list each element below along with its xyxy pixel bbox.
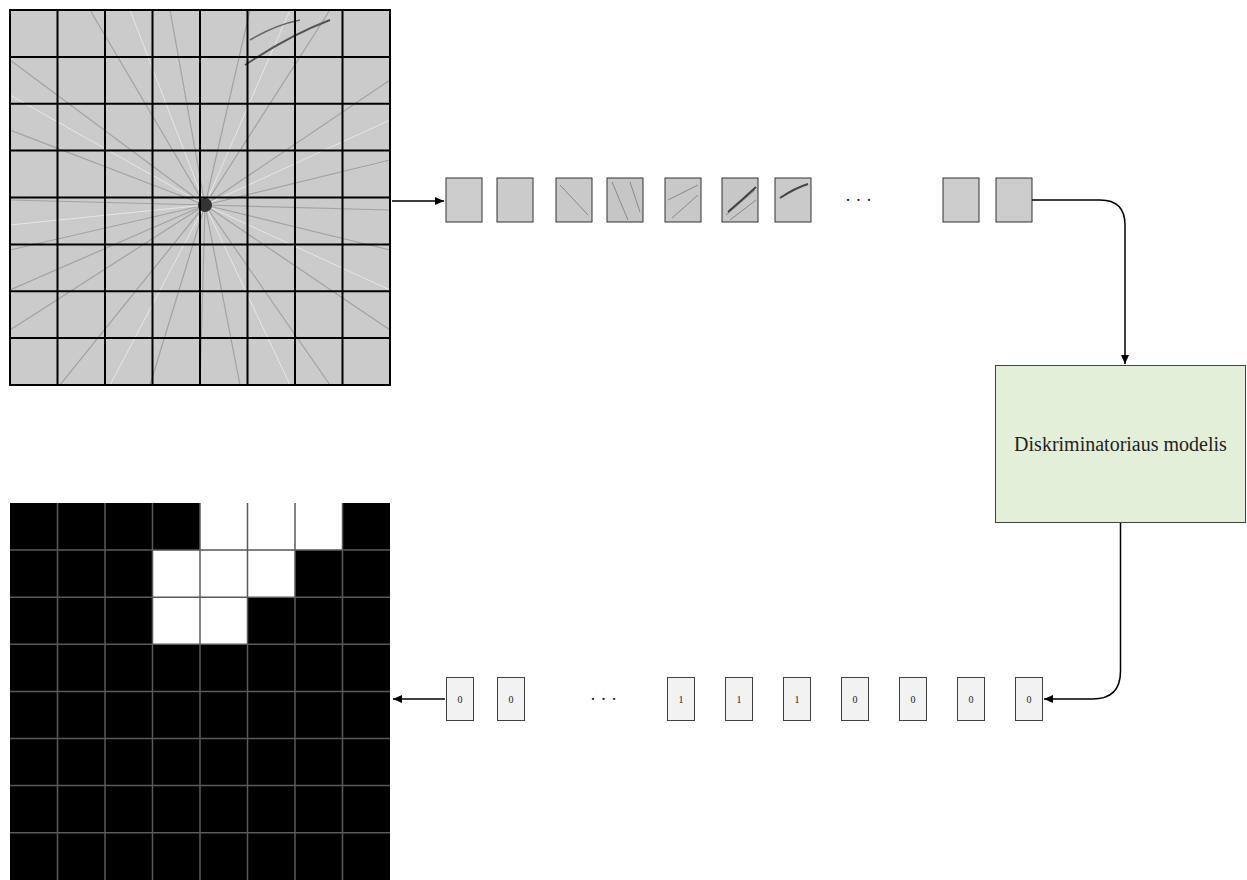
- bit-value: 0: [458, 694, 463, 705]
- input-image: [10, 10, 390, 385]
- arrow: [393, 698, 445, 700]
- arrow: [392, 200, 444, 202]
- output-bit: 0: [1015, 677, 1043, 721]
- output-bit: 0: [841, 677, 869, 721]
- ellipsis: · · ·: [588, 689, 619, 710]
- output-bit: 0: [446, 677, 474, 721]
- connector: [1044, 523, 1121, 699]
- ellipsis: · · ·: [843, 190, 874, 211]
- connector: [1032, 200, 1125, 364]
- input-grid: [10, 10, 390, 385]
- bit-value: 0: [509, 694, 514, 705]
- patch-sequence: [446, 178, 1032, 222]
- output-mask: [10, 503, 390, 880]
- bit-value: 0: [911, 694, 916, 705]
- model-label: Diskriminatoriaus modelis: [1014, 432, 1227, 457]
- bit-value: 0: [1027, 694, 1032, 705]
- bit-value: 0: [969, 694, 974, 705]
- output-bit: 1: [783, 677, 811, 721]
- output-bit: 0: [497, 677, 525, 721]
- output-bit: 0: [899, 677, 927, 721]
- output-bit: 1: [725, 677, 753, 721]
- bit-value: 1: [795, 694, 800, 705]
- output-bit: 0: [957, 677, 985, 721]
- bit-value: 1: [737, 694, 742, 705]
- bit-value: 1: [679, 694, 684, 705]
- model-box: Diskriminatoriaus modelis: [995, 365, 1246, 523]
- bit-value: 0: [853, 694, 858, 705]
- output-bit: 1: [667, 677, 695, 721]
